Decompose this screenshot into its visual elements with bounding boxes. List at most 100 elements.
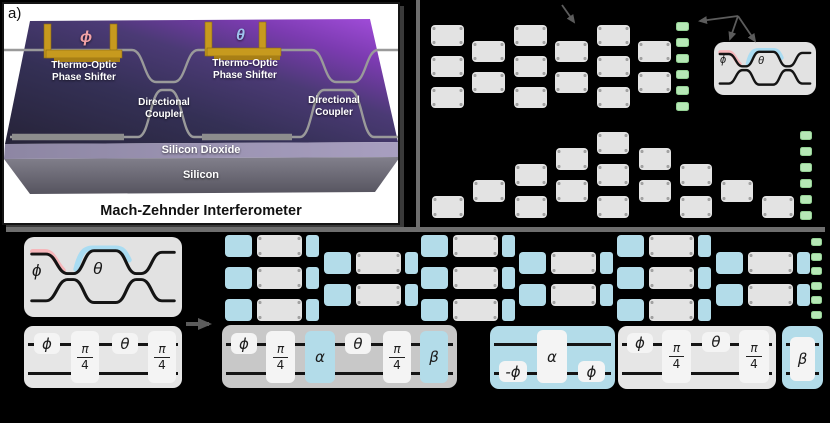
mzi-core-block (748, 252, 793, 274)
label-line: Phase Shifter (213, 70, 277, 81)
gate-theta: θ (112, 333, 138, 354)
gate-label: π (668, 342, 685, 357)
silicon-dioxide-label: Silicon Dioxide (161, 144, 241, 156)
phase-block-slim (600, 252, 613, 274)
thermo-optic-label-2: Thermo-Optic Phase Shifter (193, 58, 297, 82)
chip-silicon-layer (4, 157, 398, 194)
gate-theta: θ (702, 332, 730, 352)
phase-block-slim (698, 235, 711, 257)
symbol-phi-label: ϕ (32, 261, 42, 280)
gate-label: 4 (672, 357, 681, 371)
waveguide-rail (28, 372, 178, 375)
gate-label: 4 (158, 357, 166, 372)
phase-block (421, 235, 448, 257)
mzi-unit-box (514, 196, 547, 218)
phase-block-slim (797, 284, 810, 306)
panel-caption: Mach-Zehnder Interferometer (100, 203, 302, 219)
gate-label: ϕ (635, 334, 645, 352)
gate-label: ϕ (586, 362, 597, 381)
output-port (676, 38, 689, 47)
gate-label: α (315, 348, 325, 366)
gate-beta: β (420, 331, 448, 383)
mzi-unit-box (555, 71, 589, 93)
gate-phi: ϕ (578, 361, 605, 382)
gate-label: θ (353, 334, 363, 353)
mzi-unit-box (555, 180, 588, 202)
gate-label: π (77, 343, 93, 358)
mzi-unit-box (513, 25, 547, 46)
gate-phi: ϕ (34, 333, 60, 354)
phase-block-slim (306, 267, 319, 289)
gate-phi: ϕ (627, 333, 653, 353)
mzi-3d-chip (4, 19, 398, 194)
output-port (676, 70, 689, 79)
mzi-unit-box (638, 71, 671, 93)
inset-pointer-arrows (698, 15, 757, 43)
label-line: Phase Shifter (52, 72, 116, 83)
waveguide-rail (28, 343, 178, 346)
gold-electrode-1 (43, 23, 123, 62)
silicon-label: Silicon (182, 169, 220, 181)
label-line: Thermo-Optic (51, 60, 117, 71)
output-port (676, 54, 689, 63)
mzi-symbol-box: ϕ θ (24, 237, 182, 317)
mzi-unit-box (638, 180, 671, 202)
output-port (800, 163, 812, 172)
phase-block (617, 235, 644, 257)
mzi-unit-box (431, 56, 464, 77)
gate-beta: β (790, 337, 815, 381)
gate-label: 4 (81, 357, 89, 372)
output-port (811, 253, 822, 261)
mzi-core-block (257, 267, 302, 289)
mzi-unit-box (596, 25, 630, 46)
mzi-symbol-inset: ϕ θ (714, 42, 816, 95)
output-port (800, 211, 812, 220)
context-arrow (561, 4, 576, 24)
vertical-divider (416, 0, 420, 227)
gate-label: π (389, 343, 405, 358)
mzi-unit-box (472, 71, 506, 93)
mzi-core-block (257, 235, 302, 257)
phase-block (716, 252, 743, 274)
phase-block-slim (797, 252, 810, 274)
mzi-core-block (257, 299, 302, 321)
gate-label: ϕ (42, 334, 52, 353)
gate-alpha: α (537, 330, 567, 383)
label-line: Coupler (315, 107, 353, 118)
output-port (811, 238, 822, 246)
phase-block-slim (306, 299, 319, 321)
gate-label: π (154, 343, 170, 358)
gate-label: β (429, 348, 439, 366)
gate-label: 4 (750, 357, 758, 371)
phase-block-slim (502, 267, 515, 289)
panel-a-mzi-schematic: a) ϕ θ Thermo-Optic Phase Shifter Thermo… (2, 2, 400, 225)
phase-block-slim (502, 235, 515, 257)
gate-label: α (547, 347, 557, 366)
mzi-unit-box (513, 87, 547, 108)
output-port (800, 179, 812, 188)
gate-label: -ϕ (505, 362, 521, 381)
gate-minus-phi: -ϕ (499, 361, 527, 382)
label-line: Coupler (145, 109, 183, 120)
mzi-core-block (356, 252, 401, 274)
mzi-core-block (356, 284, 401, 306)
mzi-unit-box (679, 164, 712, 186)
label-line: Thermo-Optic (212, 58, 278, 69)
mzi-unit-box (596, 87, 630, 108)
circuit-beta: β (782, 326, 823, 389)
phi-phase-label: ϕ (80, 29, 93, 46)
inset-theta-label: θ (758, 55, 764, 67)
mzi-unit-box (513, 56, 547, 77)
directional-coupler-label-1: Directional Coupler (112, 97, 216, 121)
gate-theta: θ (345, 333, 371, 354)
gate-label: ϕ (239, 334, 249, 353)
gate-label: 4 (393, 357, 401, 372)
label-line: Directional (308, 95, 360, 106)
circuit-blue-equivalent: -ϕ α ϕ (490, 326, 615, 389)
